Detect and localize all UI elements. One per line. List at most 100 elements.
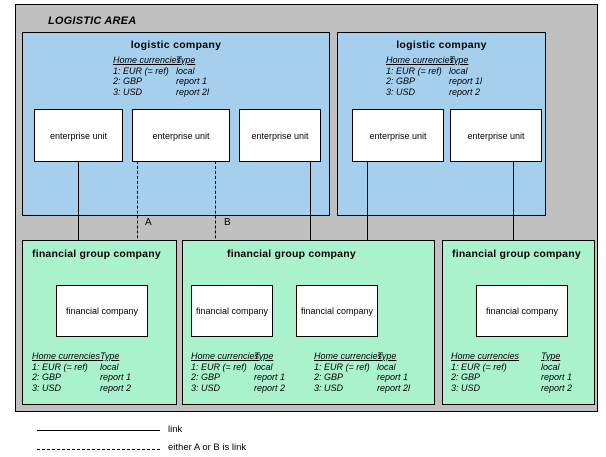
- legend-solid-line: [37, 430, 160, 431]
- currency-type: report 2l: [377, 382, 411, 393]
- financial-group-company-3-title: financial group company: [452, 248, 581, 260]
- currency-type: report 2: [100, 382, 132, 393]
- currency-row: 3: USD report 2: [191, 383, 302, 394]
- header-type: Type: [100, 351, 120, 361]
- currency-label: 2: GBP: [32, 372, 62, 382]
- currency-label: 3: USD: [314, 382, 344, 393]
- financial-group-company-2-title: financial group company: [227, 248, 356, 260]
- currency-type: report 2: [449, 86, 481, 97]
- connector-link-solid: [310, 161, 311, 283]
- enterprise-unit-box[interactable]: enterprise unit: [132, 109, 230, 162]
- enterprise-unit-label: enterprise unit: [369, 130, 427, 141]
- legend-solid-label: link: [168, 424, 183, 435]
- connector-link-solid: [367, 161, 368, 283]
- enterprise-unit-box[interactable]: enterprise unit: [352, 109, 444, 162]
- enterprise-unit-label: enterprise unit: [251, 130, 309, 141]
- logistic-company-1-currency-table: Home currencies Type 1: EUR (= ref) loca…: [113, 55, 224, 97]
- enterprise-unit-box[interactable]: enterprise unit: [239, 109, 321, 162]
- financial-company-box[interactable]: financial company: [56, 285, 148, 337]
- currency-label: 3: USD: [451, 382, 481, 393]
- financial-company-box[interactable]: financial company: [296, 285, 378, 337]
- currency-type: local: [254, 361, 273, 372]
- currency-type: local: [541, 361, 560, 372]
- enterprise-unit-box[interactable]: enterprise unit: [34, 109, 123, 162]
- currency-type: report 1: [100, 372, 132, 382]
- financial-group-company-3: financial group company financial compan…: [442, 240, 595, 405]
- currency-table-header: Home currencies Type: [451, 351, 589, 362]
- header-home-currencies: Home currencies: [32, 351, 101, 361]
- financial-group-2-currency-table-2: Home currencies Type 1: EUR (= ref) loca…: [314, 351, 425, 393]
- logistic-company-2: logistic company Home currencies Type 1:…: [337, 32, 546, 216]
- header-home-currencies: Home currencies: [451, 351, 520, 361]
- currency-type: report 1: [254, 372, 286, 382]
- currency-label: 1: EUR (= ref): [451, 361, 507, 372]
- header-home-currencies: Home currencies: [191, 351, 260, 361]
- connector-link-dashed-a: [137, 161, 138, 283]
- annotation-a-label: A: [145, 217, 152, 228]
- currency-label: 3: USD: [32, 382, 62, 393]
- currency-label: 1: EUR (= ref): [386, 65, 442, 76]
- connector-link-solid: [78, 161, 79, 283]
- currency-row: 3: USD report 2: [32, 383, 150, 394]
- financial-company-label: financial company: [65, 306, 139, 316]
- currency-row: 2: GBP report 1: [113, 76, 224, 87]
- financial-group-1-currency-table: Home currencies Type 1: EUR (= ref) loca…: [32, 351, 150, 393]
- logistic-company-1-title: logistic company: [130, 39, 222, 51]
- currency-label: 2: GBP: [191, 372, 221, 382]
- header-type: Type: [176, 55, 196, 65]
- currency-type: report 2: [254, 382, 286, 393]
- financial-group-3-currency-table: Home currencies Type 1: EUR (= ref) loca…: [451, 351, 589, 393]
- financial-company-label: financial company: [300, 306, 374, 316]
- currency-row: 2: GBP report 1: [451, 372, 589, 383]
- currency-type: local: [449, 65, 468, 76]
- financial-company-box[interactable]: financial company: [191, 285, 273, 337]
- currency-row: 1: EUR (= ref) local: [32, 362, 150, 373]
- currency-label: 1: EUR (= ref): [113, 65, 169, 76]
- currency-row: 3: USD report 2l: [113, 87, 224, 98]
- currency-row: 1: EUR (= ref) local: [314, 362, 425, 373]
- currency-type: report 1: [541, 372, 573, 382]
- currency-table-header: Home currencies Type: [314, 351, 425, 362]
- header-type: Type: [254, 351, 274, 361]
- currency-row: 1: EUR (= ref) local: [451, 362, 589, 373]
- legend-dashed-label: either A or B is link: [168, 442, 247, 453]
- header-type: Type: [377, 351, 397, 361]
- header-type: Type: [449, 55, 469, 65]
- enterprise-unit-label: enterprise unit: [49, 130, 108, 141]
- currency-row: 2: GBP report 1: [32, 372, 150, 383]
- logistic-area-title: LOGISTIC AREA: [48, 15, 137, 27]
- financial-group-company-2: financial group company financial compan…: [182, 240, 435, 405]
- financial-group-company-1-title: financial group company: [32, 248, 161, 260]
- currency-label: 2: GBP: [113, 76, 143, 86]
- currency-type: report 1: [377, 372, 409, 382]
- currency-label: 3: USD: [386, 86, 416, 97]
- currency-label: 3: USD: [113, 86, 143, 97]
- financial-company-box[interactable]: financial company: [476, 285, 568, 337]
- financial-group-2-currency-table-1: Home currencies Type 1: EUR (= ref) loca…: [191, 351, 302, 393]
- financial-company-label: financial company: [485, 306, 559, 316]
- currency-label: 2: GBP: [386, 76, 416, 86]
- currency-type: local: [100, 361, 119, 372]
- connector-link-dashed-b: [215, 161, 216, 283]
- financial-group-company-1: financial group company financial compan…: [22, 240, 177, 405]
- currency-row: 1: EUR (= ref) local: [113, 66, 224, 77]
- currency-table-header: Home currencies Type: [191, 351, 302, 362]
- connector-link-solid: [513, 161, 514, 283]
- logistic-company-1: logistic company Home currencies Type 1:…: [22, 32, 330, 216]
- currency-label: 1: EUR (= ref): [314, 361, 370, 372]
- currency-type: report 1l: [449, 76, 483, 86]
- currency-row: 2: GBP report 1: [314, 372, 425, 383]
- currency-label: 2: GBP: [451, 372, 481, 382]
- currency-row: 3: USD report 2: [451, 383, 589, 394]
- currency-label: 2: GBP: [314, 372, 344, 382]
- currency-label: 1: EUR (= ref): [32, 361, 88, 372]
- header-home-currencies: Home currencies: [113, 55, 182, 65]
- annotation-b-label: B: [224, 217, 231, 228]
- currency-label: 3: USD: [191, 382, 221, 393]
- logistic-company-2-title: logistic company: [396, 39, 487, 51]
- currency-row: 2: GBP report 1: [191, 372, 302, 383]
- enterprise-unit-box[interactable]: enterprise unit: [450, 109, 542, 162]
- currency-type: local: [377, 361, 396, 372]
- logistic-company-2-currency-table: Home currencies Type 1: EUR (= ref) loca…: [386, 55, 497, 97]
